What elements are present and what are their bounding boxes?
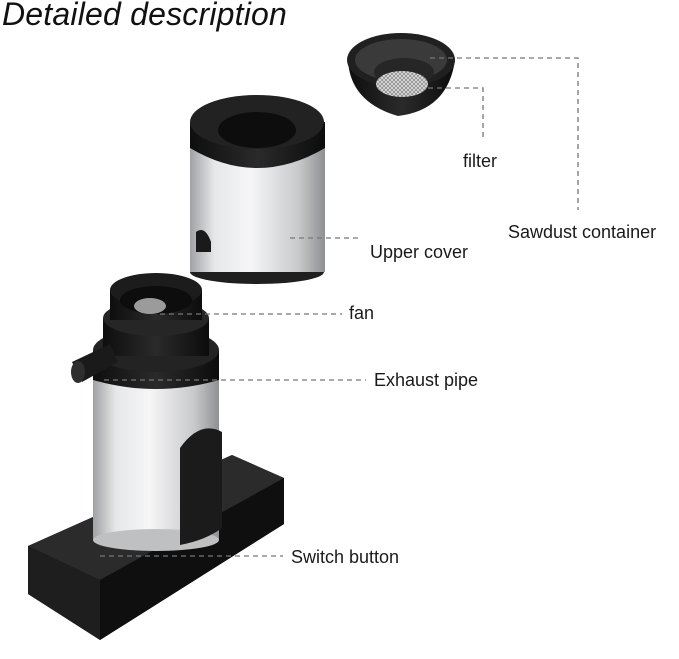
upper-cover-part: [190, 95, 325, 284]
label-filter: filter: [463, 151, 497, 172]
main-body-part: [71, 273, 222, 551]
leader-sawdust-container: [430, 58, 578, 210]
label-switch-button: Switch button: [291, 547, 399, 568]
sawdust-container-part: [347, 33, 455, 116]
label-sawdust-container: Sawdust container: [508, 222, 656, 243]
fan-blades: [134, 298, 166, 314]
label-exhaust-pipe: Exhaust pipe: [374, 370, 478, 391]
filter-mesh: [376, 71, 428, 97]
label-upper-cover: Upper cover: [370, 242, 468, 263]
label-fan: fan: [349, 303, 374, 324]
